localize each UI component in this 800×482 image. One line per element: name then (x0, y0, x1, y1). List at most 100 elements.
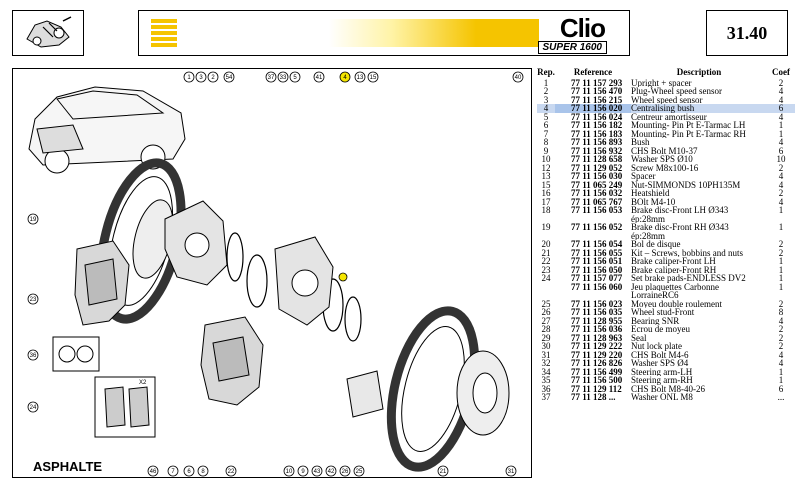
row-coef: 1 (778, 265, 784, 274)
part-callout: 4 (339, 71, 351, 83)
row-coef: 4 (778, 95, 784, 104)
row-rep: 9 (543, 146, 549, 155)
row-rep: 8 (543, 138, 549, 147)
row-description: Upright + spacer (631, 78, 692, 87)
row-reference: 77 11 126 826 (571, 359, 623, 368)
row-coef: 4 (778, 359, 784, 368)
row-reference: 77 11 156 060 (571, 282, 623, 291)
row-reference: 77 11 156 023 (571, 299, 623, 308)
row-coef: 4 (778, 180, 784, 189)
row-description: Steering arm-RH (631, 376, 693, 385)
table-row: LorraineRC6 (537, 291, 795, 300)
row-description: CHS Bolt M8-40-26 (631, 384, 706, 393)
row-coef: 1 (778, 129, 784, 138)
row-coef: 2 (778, 299, 784, 308)
brake-pads-box (94, 376, 156, 438)
row-coef: 1 (778, 274, 784, 283)
row-description: Brake caliper-Front RH (631, 265, 717, 274)
row-rep (537, 215, 555, 224)
row-rep: 19 (541, 223, 551, 232)
row-reference (555, 215, 631, 224)
row-description: Nut lock plate (631, 342, 682, 351)
row-rep: 22 (541, 257, 551, 266)
part-callout-number: 6 (187, 469, 191, 475)
row-description: Brake disc-Front LH Ø343 (631, 206, 729, 215)
row-reference: 77 11 156 053 (571, 206, 623, 215)
brand-stripes (151, 19, 177, 47)
row-description: CHS Bolt M4-6 (631, 350, 689, 359)
row-description: Centralising bush (631, 104, 767, 113)
row-rep: 21 (541, 248, 551, 257)
row-coef: 2 (778, 78, 784, 87)
part-callout: 42 (325, 465, 337, 477)
row-description: Wheel stud-Front (631, 308, 695, 317)
part-callout: 43 (311, 465, 323, 477)
row-reference: 77 11 128 963 (571, 333, 623, 342)
row-description: Brake disc-Front RH Ø343 (631, 223, 729, 232)
part-callout-number: 5 (293, 75, 297, 81)
row-rep: 16 (541, 189, 551, 198)
part-callout: 19 (27, 213, 39, 225)
row-reference: 77 11 156 035 (571, 308, 623, 317)
row-reference: 77 11 156 036 (571, 325, 623, 334)
row-description: Bearing SNR (631, 316, 680, 325)
row-reference: 77 11 156 183 (571, 129, 623, 138)
part-callout: 31 (505, 465, 517, 477)
part-callout-number: 25 (356, 469, 363, 475)
part-callout-number: 24 (30, 405, 37, 411)
part-callout-number: 9 (301, 469, 305, 475)
brake-caliper-rh (74, 240, 130, 326)
row-description: Heatshield (631, 189, 670, 198)
clio-logo: Clio (559, 13, 606, 43)
row-reference: 77 11 156 050 (571, 265, 623, 274)
part-callout: 6 (183, 465, 195, 477)
row-rep: 31 (541, 350, 551, 359)
row-coef: 1 (778, 257, 784, 266)
row-coef: 2 (778, 240, 784, 249)
row-reference: 77 11 129 052 (571, 163, 623, 172)
row-reference: 77 11 156 500 (571, 376, 623, 385)
part-callout: 24 (27, 401, 39, 413)
row-reference: 77 11 156 052 (571, 223, 623, 232)
row-reference: 77 11 128 ... (571, 393, 616, 402)
row-rep: 18 (541, 206, 551, 215)
part-callout: 15 (367, 71, 379, 83)
row-description: LorraineRC6 (631, 291, 679, 300)
row-description: Plug-Wheel speed sensor (631, 87, 722, 96)
table-row: ép:28mm (537, 232, 795, 241)
part-callout-number: 37 (268, 75, 275, 81)
row-rep: 2 (543, 87, 549, 96)
table-row: ép:28mm (537, 215, 795, 224)
row-coef: 4 (778, 197, 784, 206)
row-description: ép:28mm (631, 231, 665, 240)
row-rep: 37 (541, 393, 551, 402)
part-callout: 46 (147, 465, 159, 477)
part-callout-number: 15 (370, 75, 377, 81)
part-callout-number: 2 (211, 75, 215, 81)
row-coef: 4 (778, 112, 784, 121)
row-reference (555, 291, 631, 300)
row-rep: 17 (541, 197, 551, 206)
row-description: Steering arm-LH (631, 367, 693, 376)
part-callout-number: 46 (150, 469, 157, 475)
part-callout-number: 23 (30, 297, 37, 303)
part-callout: 25 (353, 465, 365, 477)
row-rep (537, 232, 555, 241)
page-number: 31.40 (726, 22, 768, 43)
